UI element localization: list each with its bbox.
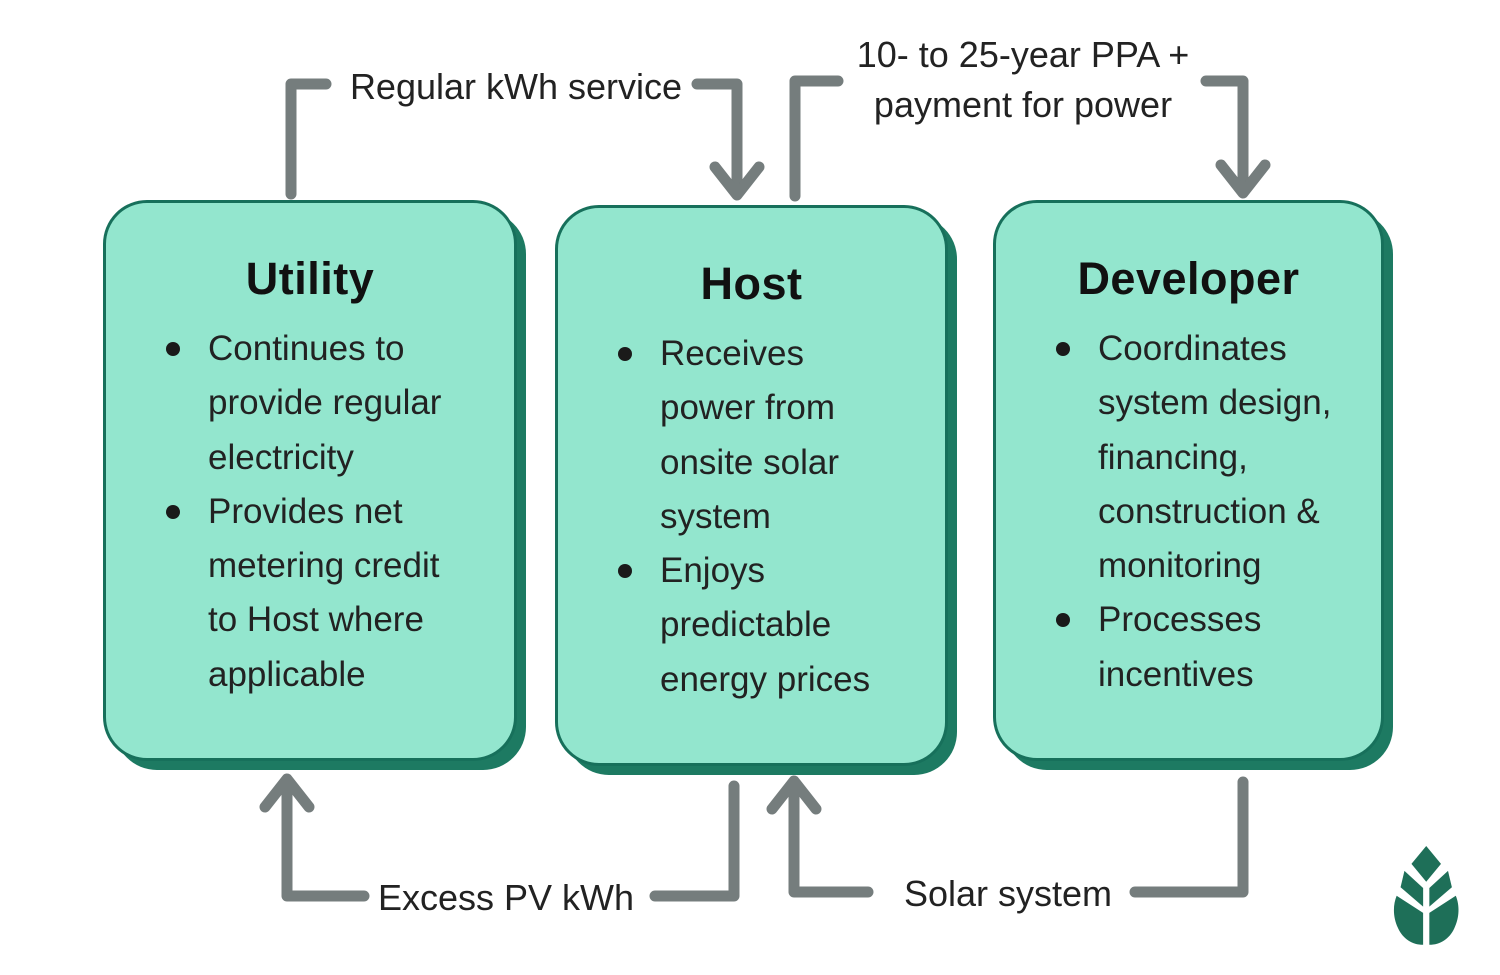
leaf-logo-right-leaf (1429, 870, 1452, 907)
arrowhead-into-host-bottom (766, 775, 822, 815)
host-bullet-1: Receives power from onsite solar system (618, 327, 885, 544)
connector-host-top (789, 75, 844, 202)
flow-label-excess-pv-kwh: Excess PV kWh (377, 877, 635, 918)
leaf-logo-left-petal (1393, 895, 1424, 945)
flow-label-ppa-line2: payment for power (873, 84, 1173, 126)
developer-bullet-2: Processes incentives (1056, 593, 1338, 702)
developer-title: Developer (1077, 253, 1300, 304)
flow-label-ppa-payment: 10- to 25-year PPA + payment for power (845, 30, 1201, 130)
host-bullet-list: Receives power from onsite solar system … (558, 327, 945, 707)
connector-regular-kwh-shaft (691, 78, 743, 195)
arrowhead-into-utility-bottom (259, 773, 315, 813)
connector-developer-bottom (1129, 776, 1249, 898)
developer-bullet-list: Coordinates system design, financing, co… (996, 322, 1381, 702)
arrowhead-into-host-top (709, 161, 765, 201)
flow-label-regular-kwh-service: Regular kWh service (349, 66, 683, 107)
leaf-logo-icon (1392, 842, 1462, 953)
connector-ppa-shaft (1200, 75, 1249, 193)
flow-label-solar-system: Solar system (903, 873, 1113, 914)
developer-box: Developer Coordinates system design, fin… (993, 200, 1384, 761)
connector-utility-top (285, 78, 332, 200)
connector-excess-shaft (281, 779, 370, 902)
host-bullet-2: Enjoys predictable energy prices (618, 544, 885, 707)
flow-label-ppa-line1: 10- to 25-year PPA + (856, 34, 1190, 75)
utility-box: Utility Continues to provide regular ele… (103, 200, 517, 761)
leaf-logo-diamond (1411, 846, 1441, 882)
arrowhead-into-developer-top (1215, 159, 1271, 199)
host-title: Host (700, 258, 803, 309)
connector-host-bottom (649, 780, 740, 902)
connector-solar-shaft (788, 781, 874, 898)
leaf-logo-left-leaf (1400, 870, 1424, 907)
utility-bullet-list: Continues to provide regular electricity… (106, 322, 514, 702)
utility-bullet-1: Continues to provide regular electricity (166, 322, 473, 485)
host-box: Host Receives power from onsite solar sy… (555, 205, 948, 766)
utility-bullet-2: Provides net metering credit to Host whe… (166, 485, 473, 702)
leaf-logo-right-petal (1429, 895, 1459, 945)
utility-title: Utility (245, 253, 375, 304)
developer-bullet-1: Coordinates system design, financing, co… (1056, 322, 1338, 593)
